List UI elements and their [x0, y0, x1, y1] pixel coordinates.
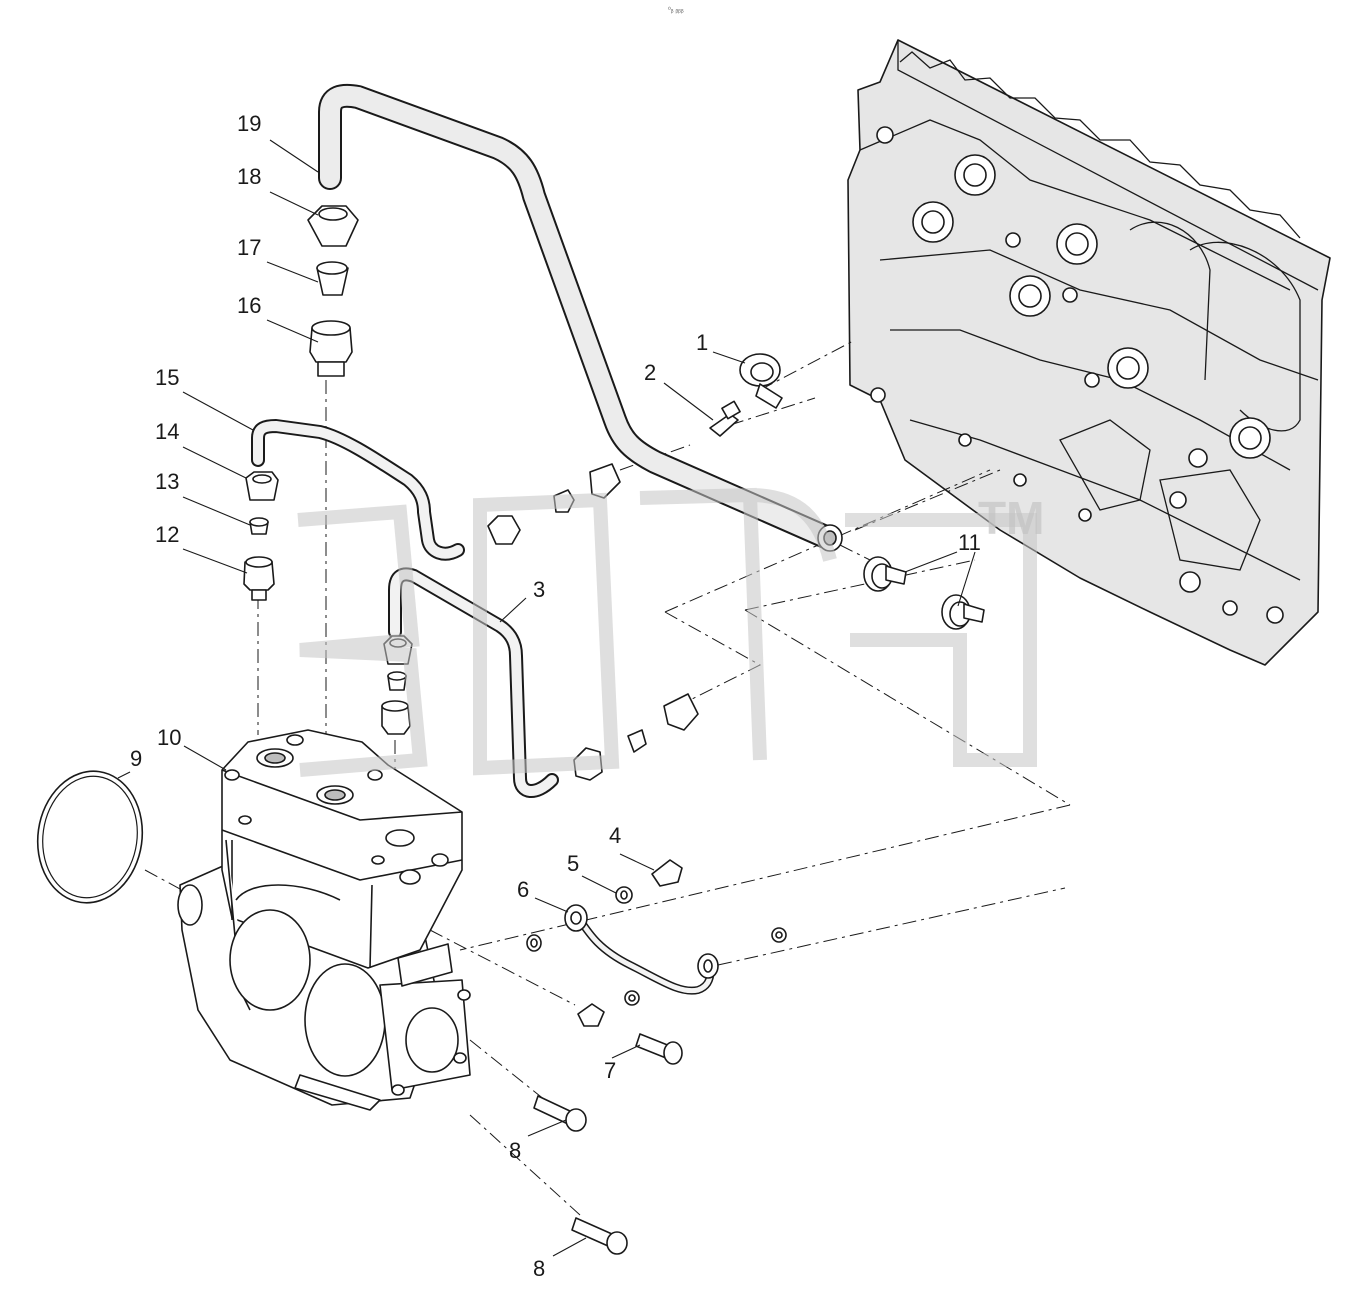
watermark-trademark: TM	[978, 492, 1044, 544]
callout-13: 13	[155, 469, 179, 494]
header-mark: ⁰ᵦ ᵦᵦᵦ	[668, 6, 684, 14]
callout-16: 16	[237, 293, 261, 318]
oil-tube-15	[251, 419, 465, 561]
air-compressor	[177, 729, 471, 1111]
callout-1: 1	[696, 330, 708, 355]
callout-15: 15	[155, 365, 179, 390]
callout-11: 11	[958, 530, 981, 555]
callout-19: 19	[237, 111, 261, 136]
oil-line-6	[526, 859, 787, 1027]
callout-8-upper: 8	[509, 1138, 521, 1163]
fitting-stack-left	[243, 205, 359, 601]
callout-3: 3	[533, 577, 545, 602]
clip-and-bolt	[709, 353, 783, 437]
leader-lines	[117, 139, 976, 1257]
callout-10: 10	[157, 725, 181, 750]
callout-14: 14	[155, 419, 179, 444]
callout-8-lower: 8	[533, 1256, 545, 1281]
watermark-logo: TM	[297, 487, 1044, 777]
bolts	[533, 1033, 683, 1255]
callout-6: 6	[517, 877, 529, 902]
callout-2: 2	[644, 360, 656, 385]
callout-12: 12	[155, 522, 179, 547]
callout-4: 4	[609, 823, 621, 848]
engine-block	[847, 39, 1331, 666]
callout-9: 9	[130, 746, 142, 771]
hose-clamps	[863, 556, 985, 630]
callout-17: 17	[237, 235, 261, 260]
callout-18: 18	[237, 164, 261, 189]
callout-labels: 1 2 3 4 5 6 7 8 8 9 10 11 12 13 14 15 16…	[130, 111, 981, 1281]
callout-7: 7	[604, 1058, 616, 1083]
o-ring	[36, 770, 144, 904]
callout-5: 5	[567, 851, 579, 876]
